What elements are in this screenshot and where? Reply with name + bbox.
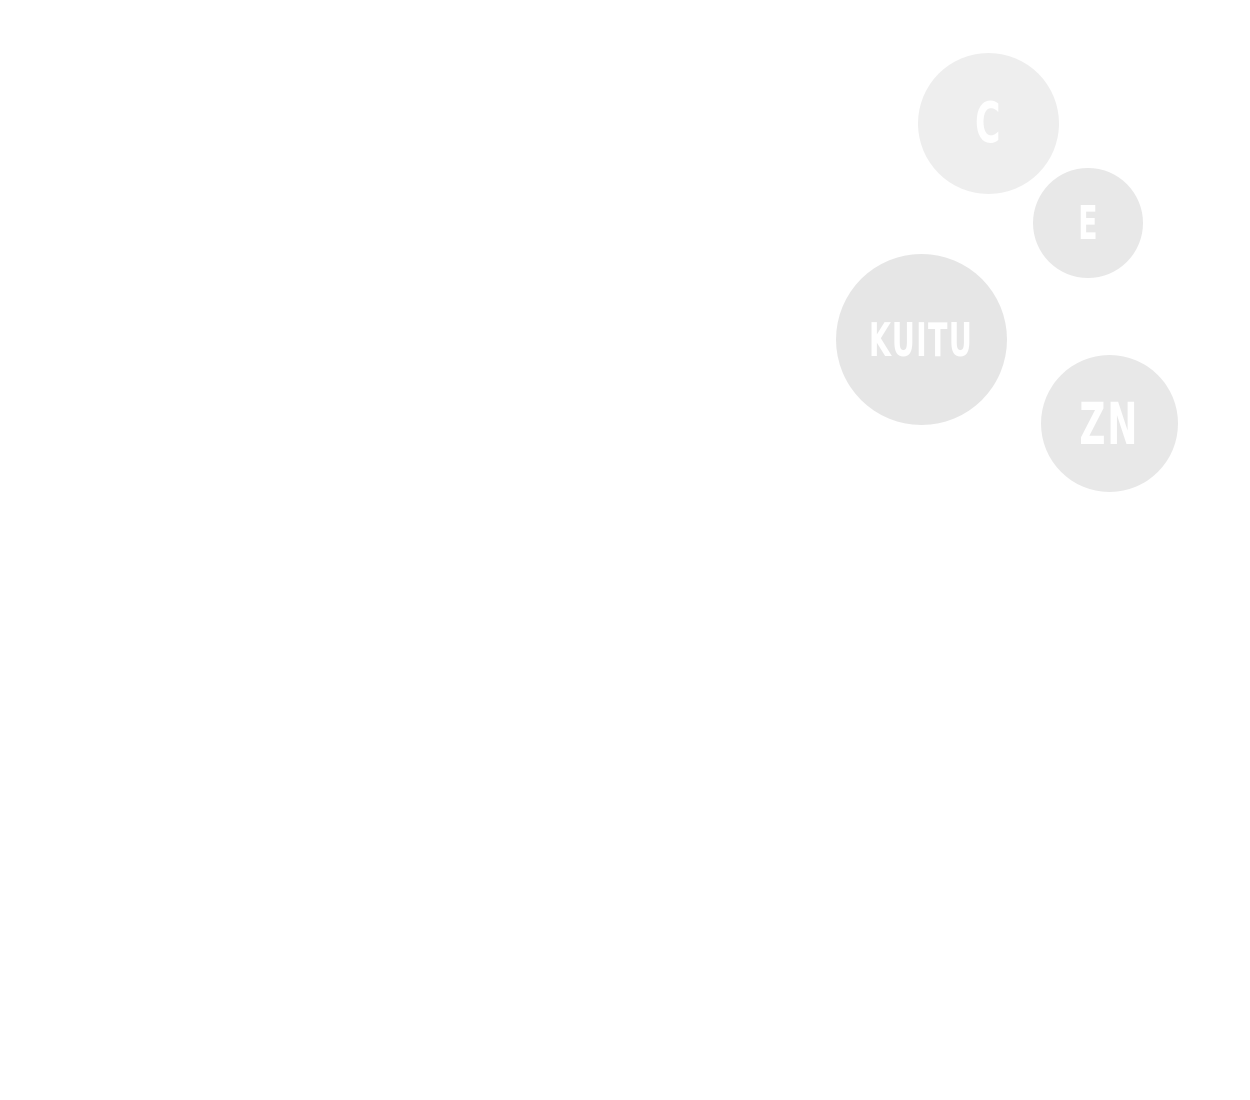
bubble-zn-label: ZN [1079, 389, 1140, 458]
bubble-kuitu-label: KUITU [869, 312, 974, 367]
bubble-e: E [1033, 168, 1143, 278]
bubble-c: C [918, 53, 1059, 194]
bubble-e-label: E [1077, 196, 1099, 250]
bubble-zn: ZN [1041, 355, 1178, 492]
bubble-c-label: C [975, 90, 1002, 156]
bubble-kuitu: KUITU [836, 254, 1007, 425]
